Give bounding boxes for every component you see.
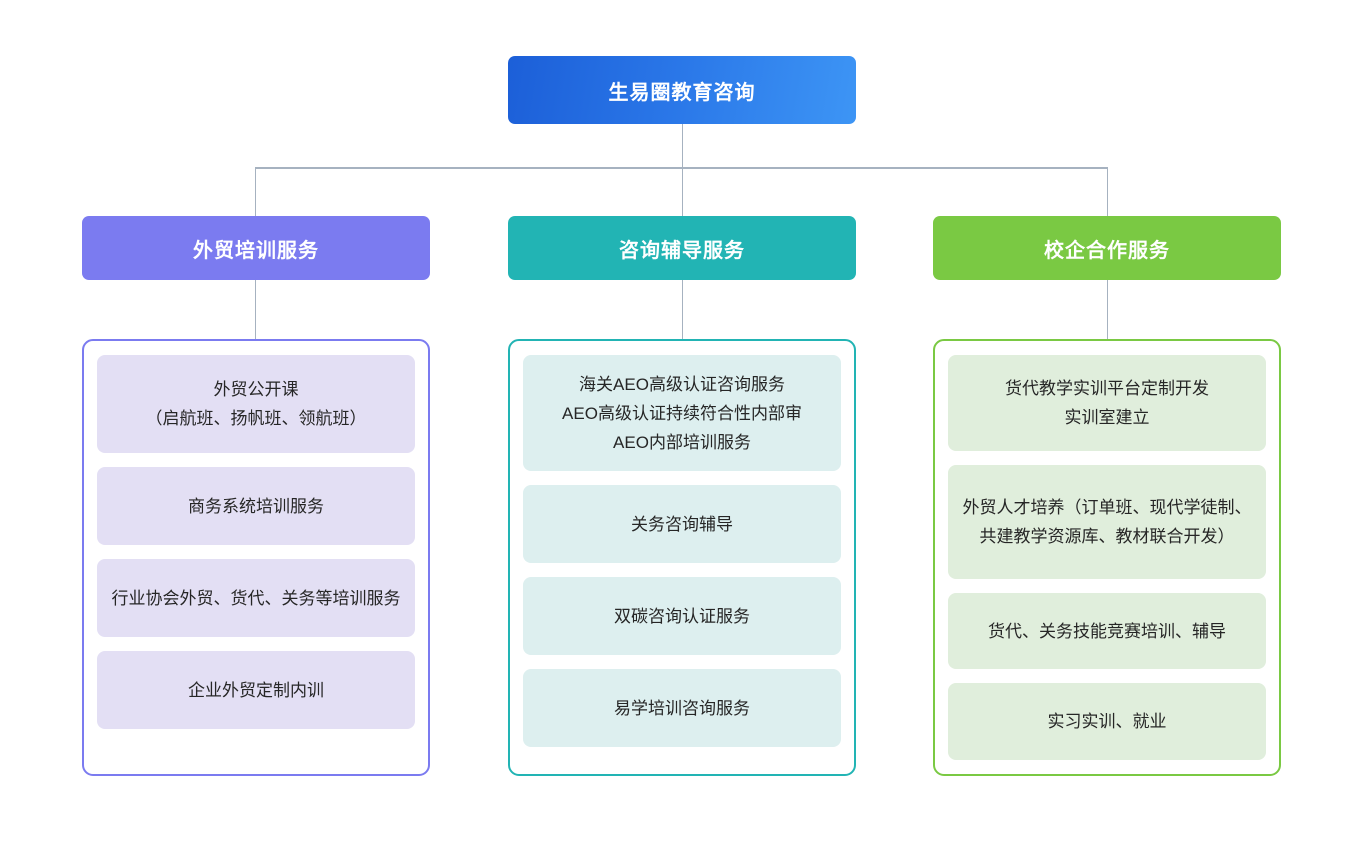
item-card[interactable]: 外贸公开课 （启航班、扬帆班、领航班） — [97, 355, 415, 453]
connector-left-header-to-box — [254, 280, 256, 339]
group-box-school-enterprise: 货代教学实训平台定制开发 实训室建立 外贸人才培养（订单班、现代学徒制、共建教学… — [933, 339, 1281, 776]
item-card[interactable]: 双碳咨询认证服务 — [523, 577, 841, 655]
item-card[interactable]: 商务系统培训服务 — [97, 467, 415, 545]
connector-right-header-to-box — [1106, 280, 1108, 339]
root-node-education-consulting[interactable]: 生易圈教育咨询 — [508, 56, 856, 124]
connector-down-mid-branch — [681, 168, 683, 216]
branch-header-consulting-service[interactable]: 咨询辅导服务 — [508, 216, 856, 280]
branch-header-foreign-trade-training[interactable]: 外贸培训服务 — [82, 216, 430, 280]
connector-down-right-branch — [1106, 168, 1108, 216]
connector-root-down — [681, 124, 683, 168]
connector-down-left-branch — [254, 168, 256, 216]
item-card[interactable]: 外贸人才培养（订单班、现代学徒制、共建教学资源库、教材联合开发） — [948, 465, 1266, 579]
group-box-consulting-service: 海关AEO高级认证咨询服务 AEO高级认证持续符合性内部审 AEO内部培训服务 … — [508, 339, 856, 776]
item-card[interactable]: 行业协会外贸、货代、关务等培训服务 — [97, 559, 415, 637]
item-card[interactable]: 实习实训、就业 — [948, 683, 1266, 760]
connector-mid-header-to-box — [681, 280, 683, 339]
group-box-foreign-trade-training: 外贸公开课 （启航班、扬帆班、领航班） 商务系统培训服务 行业协会外贸、货代、关… — [82, 339, 430, 776]
item-card[interactable]: 海关AEO高级认证咨询服务 AEO高级认证持续符合性内部审 AEO内部培训服务 — [523, 355, 841, 471]
branch-header-school-enterprise[interactable]: 校企合作服务 — [933, 216, 1281, 280]
item-card[interactable]: 货代、关务技能竞赛培训、辅导 — [948, 592, 1266, 670]
item-card[interactable]: 企业外贸定制内训 — [97, 651, 415, 729]
item-card[interactable]: 货代教学实训平台定制开发 实训室建立 — [948, 355, 1266, 452]
item-card[interactable]: 关务咨询辅导 — [523, 485, 841, 563]
item-card[interactable]: 易学培训咨询服务 — [523, 669, 841, 747]
connector-horizontal-bus — [255, 167, 1108, 169]
